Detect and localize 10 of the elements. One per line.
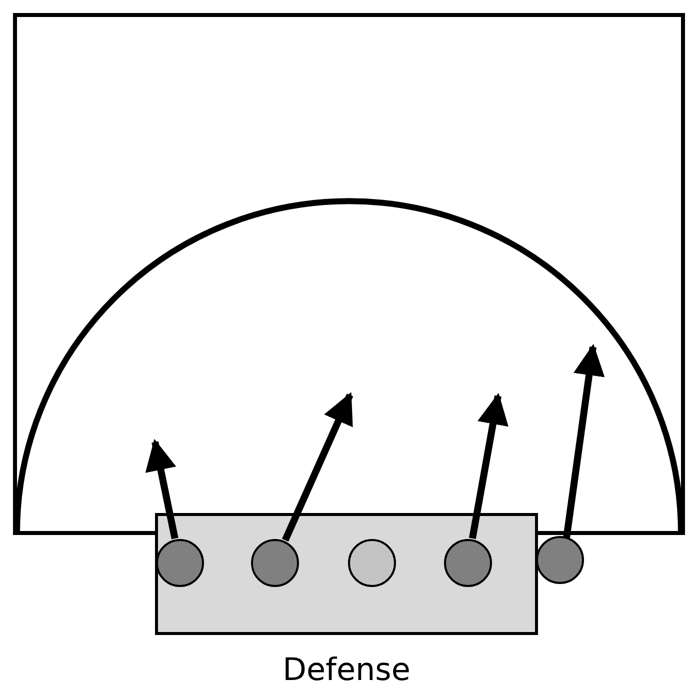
movement-arrow xyxy=(145,438,178,540)
movement-arrow xyxy=(282,392,354,542)
player-circle xyxy=(536,536,584,584)
player-circle xyxy=(156,539,204,587)
player-circle xyxy=(348,539,396,587)
movement-arrow xyxy=(562,344,605,539)
zone-label: Defense xyxy=(282,652,410,688)
player-circle xyxy=(444,539,492,587)
player-circle xyxy=(251,539,299,587)
movement-arrow xyxy=(468,392,508,540)
